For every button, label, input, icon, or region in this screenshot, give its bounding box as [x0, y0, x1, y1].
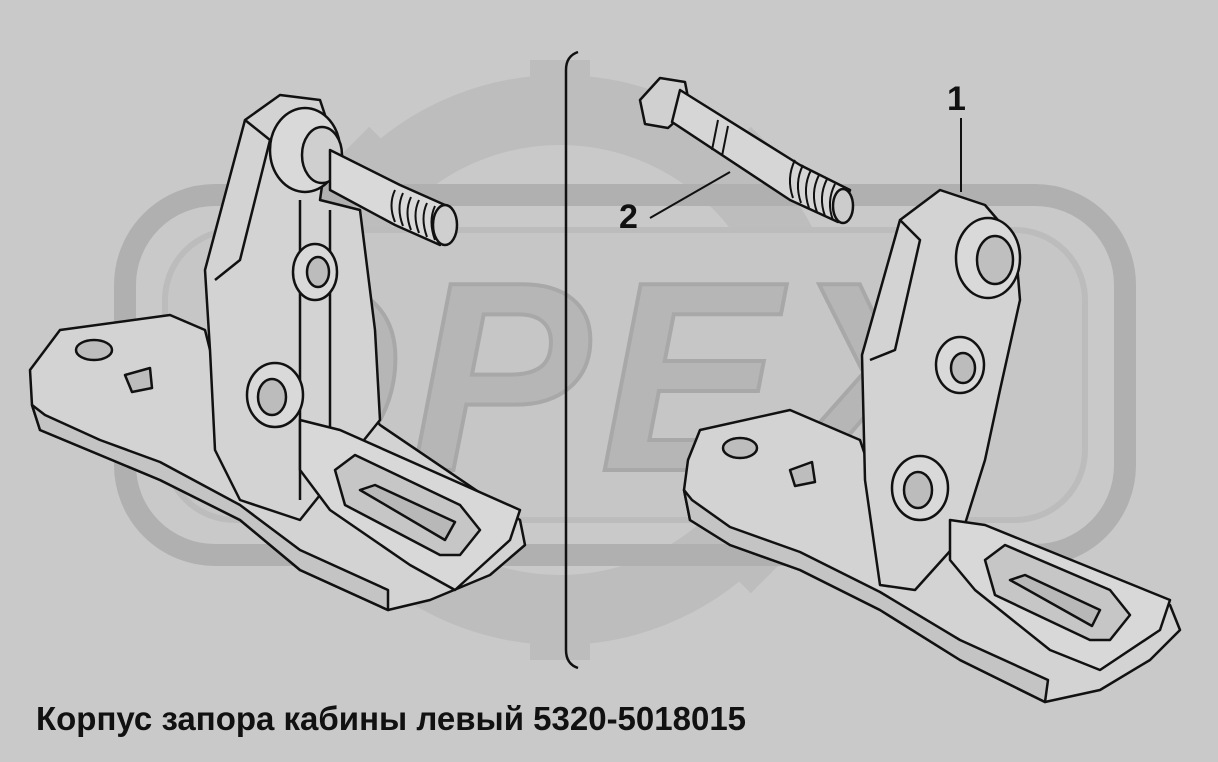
- callout-number-2: 2: [619, 198, 638, 236]
- divider-bracket: [564, 50, 579, 670]
- diagram-caption: Корпус запора кабины левый 5320-5018015: [36, 700, 747, 737]
- housing-part-1: [682, 188, 1182, 704]
- callout-number-1: 1: [947, 80, 966, 118]
- bolt-part-2: [638, 76, 855, 225]
- left-assembly: [28, 93, 527, 612]
- leader-line-2: [649, 171, 731, 219]
